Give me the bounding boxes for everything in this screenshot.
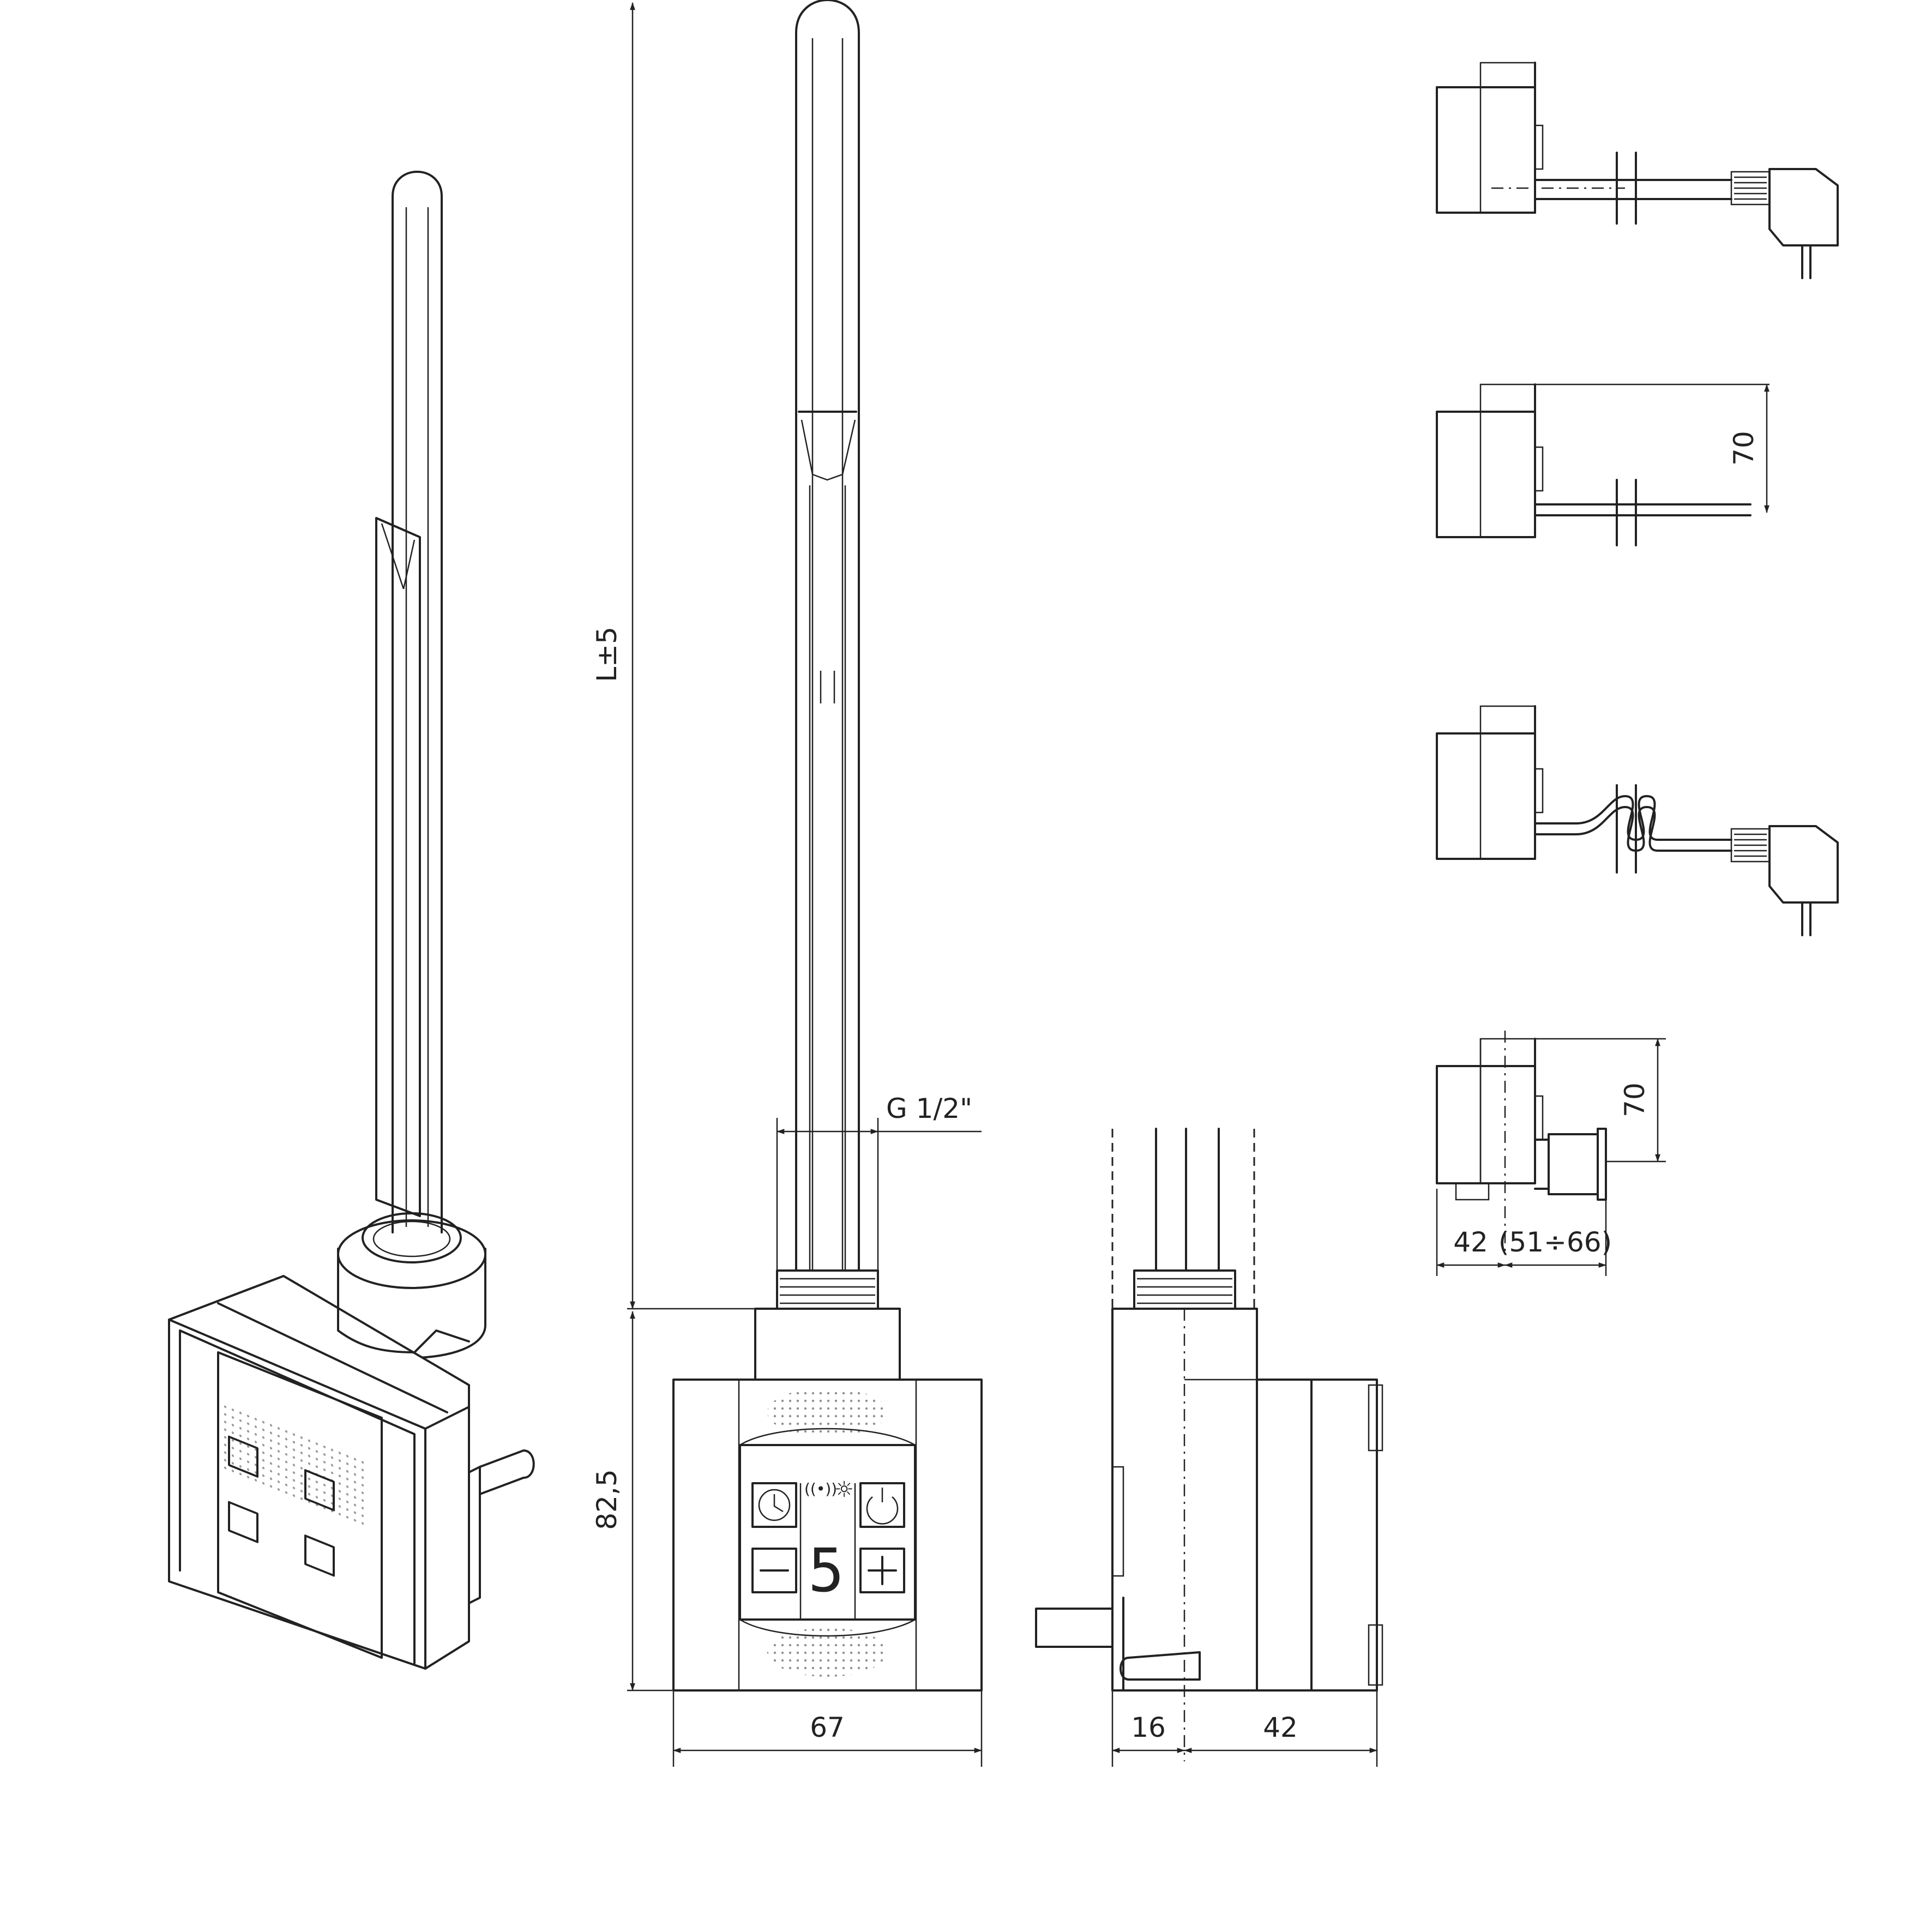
variant-b-height-dimension: 70 xyxy=(1728,431,1760,466)
variant-straight-cable-plug xyxy=(1436,62,1839,279)
timer-button[interactable] xyxy=(751,1482,797,1528)
power-icon xyxy=(866,1488,899,1525)
side-view: 16 42 xyxy=(1035,1128,1383,1767)
variant-d-depth-dimension: 42 xyxy=(1453,1226,1488,1258)
isometric-view xyxy=(168,171,535,1670)
variant-spiral-cable-plug xyxy=(1436,705,1839,936)
sun-icon: ☼ xyxy=(834,1477,854,1502)
temperature-display: 5 xyxy=(808,1536,844,1605)
front-view: ((•)) ☼ 5 G 1/2" L±5 82,5 67 xyxy=(591,0,983,1767)
plus-icon xyxy=(868,1556,897,1585)
side-depth-dimension: 42 xyxy=(1263,1712,1298,1743)
minus-button[interactable] xyxy=(751,1548,797,1593)
variant-bare-wires: 70 xyxy=(1436,383,1770,546)
variant-d-range-dimension: (51÷66) xyxy=(1498,1226,1612,1258)
side-offset-dimension: 16 xyxy=(1131,1712,1166,1743)
length-dimension: L±5 xyxy=(591,627,623,682)
clock-icon xyxy=(758,1489,791,1521)
iso-power-button xyxy=(304,1469,335,1512)
iso-plus-button xyxy=(304,1534,335,1577)
thread-dimension: G 1/2" xyxy=(886,1093,972,1124)
variant-connector: 70 42 (51÷66) xyxy=(1436,1031,1666,1276)
plus-button[interactable] xyxy=(859,1548,905,1593)
width-dimension: 67 xyxy=(810,1712,845,1743)
wifi-icon: ((•)) xyxy=(804,1480,837,1498)
iso-timer-button xyxy=(228,1435,258,1478)
iso-minus-button xyxy=(228,1501,258,1543)
variant-d-height-dimension: 70 xyxy=(1619,1082,1651,1117)
power-button[interactable] xyxy=(859,1482,905,1528)
height-dimension: 82,5 xyxy=(591,1469,623,1530)
